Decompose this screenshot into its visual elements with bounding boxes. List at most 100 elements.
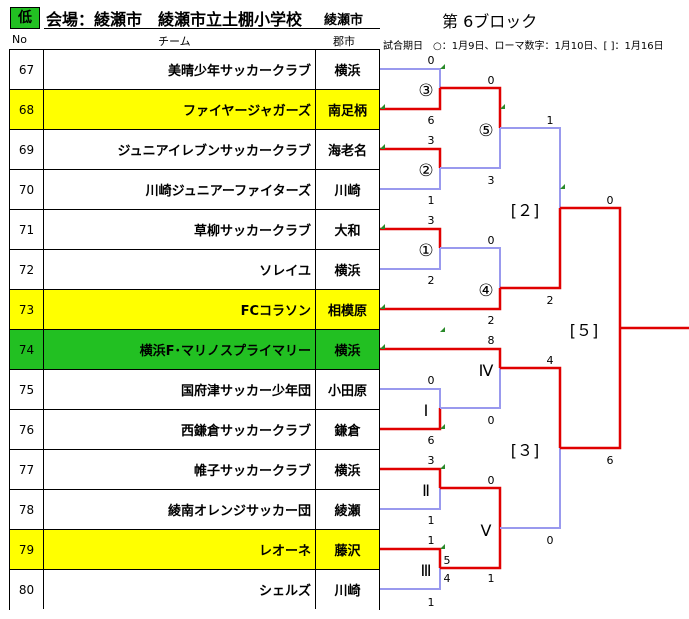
column-header-city: 郡市 [333,35,355,48]
venue-title: 会場：綾瀬市 綾瀬市立土棚小学校 [46,10,303,29]
score: 3 [428,454,435,467]
team-name: 国府津サッカー少年団 [44,370,316,409]
score: 1 [428,596,435,609]
match-label-III: Ⅲ [420,561,431,580]
date-legend: 試合期日 ○：1月9日、ローマ数字：1月10日、[ ]：1月16日 [383,41,664,52]
line-m3-winner [440,86,502,128]
team-name: FCコラソン [44,290,316,329]
match-label-3: ③ [418,81,433,101]
team-name: ソレイユ [44,250,316,289]
team-name: 帷子サッカークラブ [44,450,316,489]
team-city: 川崎 [334,184,361,199]
team-city: 鎌倉 [334,424,361,439]
line-b2-winner [560,206,622,328]
score: 2 [547,294,554,307]
team-name: 綾南オレンジサッカー団 [44,490,316,529]
line-mIII-winner [440,528,502,570]
line-77 [380,467,442,488]
match-label-4: ④ [478,281,493,301]
score: 0 [488,474,495,487]
score: 4 [444,572,451,585]
team-name: 草柳サッカークラブ [44,210,316,249]
team-name: シェルズ [44,570,316,609]
column-header-no: No [12,33,27,46]
line-m1-winner [440,247,501,288]
team-city: 横浜 [334,464,361,479]
team-name: ファイヤージャガーズ [44,90,316,129]
team-number: 68 [10,90,44,129]
score: 8 [488,334,495,347]
team-name: 美晴少年サッカークラブ [44,50,316,89]
winner-marker [500,104,505,109]
score: 0 [428,374,435,387]
line-70 [380,168,441,190]
line-m5-winner [500,127,561,208]
line-71 [380,227,442,248]
score: 3 [488,174,495,187]
title-underline [44,28,380,29]
match-label-5: ⑤ [478,121,493,141]
team-number: 78 [10,490,44,529]
team-number: 71 [10,210,44,249]
score: 6 [607,454,614,467]
line-mV-winner [500,448,561,529]
team-city: 小田原 [327,384,367,399]
match-label-final: [５] [570,321,599,340]
score: 0 [488,414,495,427]
score: 1 [428,194,435,207]
match-label-II: Ⅱ [422,481,430,500]
line-mI-winner [440,368,501,409]
team-number: 73 [10,290,44,329]
score: 0 [488,234,495,247]
line-69 [380,147,442,168]
match-label-2: ② [418,161,433,181]
team-name: 横浜F･マリノスプライマリー [44,330,316,369]
line-m2-winner [440,128,501,169]
line-75 [380,388,441,408]
team-number: 75 [10,370,44,409]
team-city: 藤沢 [334,544,361,559]
team-number: 70 [10,170,44,209]
team-city: 横浜 [334,344,361,359]
line-80 [380,568,441,590]
winner-marker [380,144,385,149]
line-68 [380,88,442,111]
column-header-team: チーム [158,35,191,48]
match-label-b3: [３] [511,441,540,460]
team-number: 72 [10,250,44,289]
team-name: レオーネ [44,530,316,569]
score: 1 [428,514,435,527]
score: 0 [488,74,495,87]
score: 1 [488,572,495,585]
winner-marker [440,544,445,549]
match-label-b2: [２] [511,201,540,220]
winner-marker [440,424,445,429]
score: 2 [428,274,435,287]
block-title: 第 6ブロック [442,12,538,31]
line-mIV-winner [500,366,562,448]
winner-marker [440,64,445,69]
score: 0 [428,54,435,67]
score: 1 [547,114,554,127]
team-city: 綾瀬 [334,504,361,519]
team-name: 川崎ジュニアーファイターズ [44,170,316,209]
line-mII-winner [440,486,502,528]
team-number: 76 [10,410,44,449]
line-78 [380,488,441,510]
winner-marker [440,464,445,469]
line-74 [380,347,502,368]
winner-marker [380,344,385,349]
team-city: 南足柄 [327,104,367,119]
winner-marker [380,304,385,309]
score: 2 [488,314,495,327]
